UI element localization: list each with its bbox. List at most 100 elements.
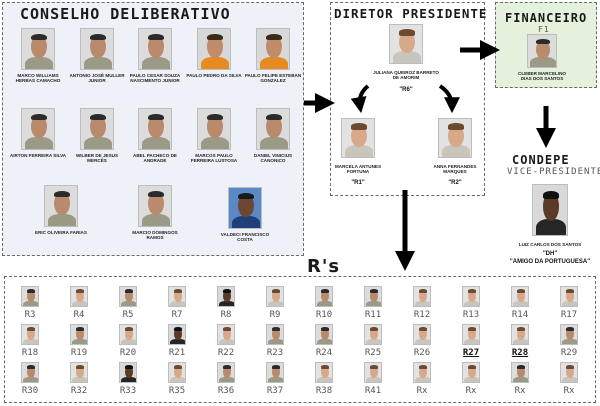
conselho-member-name: WILBER DE JESUS MERCÊS [75, 153, 119, 164]
r2-alias: "R2" [448, 180, 462, 186]
rs-member-label: R7 [171, 310, 183, 320]
rs-member-photo [217, 324, 235, 345]
financeiro-photo [527, 34, 557, 68]
conselho-member-photo [228, 187, 262, 229]
rs-member-label: R5 [122, 310, 134, 320]
conselho-member-photo [256, 108, 290, 150]
rs-member-label: R30 [21, 386, 39, 396]
rs-member-label: R12 [413, 310, 431, 320]
conselho-member-photo [138, 28, 172, 70]
arrow-presidente-to-r2 [438, 84, 460, 114]
rs-member-label: R32 [70, 386, 88, 396]
conselho-member-photo [44, 185, 78, 227]
presidente-photo [389, 24, 423, 64]
rs-member-label: R10 [315, 310, 333, 320]
rs-member-photo [462, 362, 480, 383]
presidente-name: JULIANA QUEIROZ BARRETO DE AMORIM [373, 70, 439, 81]
condepe-subtitle: VICE-PRESIDENTE [507, 167, 600, 177]
rs-member-label: R41 [364, 386, 382, 396]
rs-member-label: Rx [465, 386, 477, 396]
rs-member-photo [511, 324, 529, 345]
rs-member-photo [217, 362, 235, 383]
condepe-alias-dh: "DH" [542, 251, 558, 257]
rs-member-label: R21 [168, 348, 186, 358]
rs-member-label: R9 [269, 310, 281, 320]
condepe-title: CONDEPE [512, 153, 570, 167]
conselho-member-name: AIRTON FERREIRA SILVA [9, 153, 67, 158]
rs-member-label: R17 [560, 310, 578, 320]
rs-member-label: R8 [220, 310, 232, 320]
conselho-member-name: MARCO WILLIAMS HERBAS CAMACHO [15, 73, 61, 84]
conselho-member-photo [138, 185, 172, 227]
rs-member-photo [413, 324, 431, 345]
condepe-alias-portuguesa: "AMIGO DA PORTUGUESA" [509, 259, 591, 265]
conselho-member-photo [197, 108, 231, 150]
rs-member-photo [168, 324, 186, 345]
financeiro-code: F1 [538, 25, 550, 34]
conselho-member-photo [21, 108, 55, 150]
rs-member-photo [364, 324, 382, 345]
rs-member-label: R29 [560, 348, 578, 358]
rs-member-photo [266, 286, 284, 307]
r2-name: ANNA FERNANDES MARQUES [433, 164, 477, 175]
rs-panel [4, 276, 596, 403]
rs-member-label: R38 [315, 386, 333, 396]
conselho-member-photo [256, 28, 290, 70]
rs-title: R's [307, 256, 341, 277]
rs-member-label: R27 [462, 348, 480, 358]
rs-member-label: R19 [70, 348, 88, 358]
rs-member-photo [119, 324, 137, 345]
rs-member-label: R24 [315, 348, 333, 358]
rs-member-photo [217, 286, 235, 307]
r1-alias: "R1" [351, 180, 365, 186]
rs-member-label: R11 [364, 310, 382, 320]
rs-member-label: R28 [511, 348, 529, 358]
rs-member-label: R3 [24, 310, 36, 320]
rs-member-label: R14 [511, 310, 529, 320]
conselho-member-name: ABEL PACHECO DE ANDRADE [133, 153, 177, 164]
rs-member-photo [364, 286, 382, 307]
conselho-member-name: MARCIO DOMINGOS RAMOS [132, 230, 178, 241]
rs-member-photo [168, 286, 186, 307]
conselho-member-name: MARCOS PAULO FERREIRA LUSTOSA [190, 153, 238, 164]
rs-member-photo [70, 324, 88, 345]
conselho-member-photo [21, 28, 55, 70]
rs-member-photo [560, 362, 578, 383]
rs-member-photo [266, 324, 284, 345]
rs-member-photo [315, 362, 333, 383]
rs-member-label: R25 [364, 348, 382, 358]
rs-member-label: R33 [119, 386, 137, 396]
rs-member-photo [560, 324, 578, 345]
rs-member-photo [462, 286, 480, 307]
rs-member-photo [364, 362, 382, 383]
rs-member-label: R35 [168, 386, 186, 396]
rs-member-photo [21, 324, 39, 345]
rs-member-label: Rx [514, 386, 526, 396]
r2-photo [438, 118, 472, 158]
rs-member-photo [315, 324, 333, 345]
rs-member-label: R13 [462, 310, 480, 320]
rs-member-label: R23 [266, 348, 284, 358]
condepe-photo [532, 184, 568, 236]
rs-member-label: R20 [119, 348, 137, 358]
rs-member-photo [119, 362, 137, 383]
rs-member-photo [413, 362, 431, 383]
conselho-member-name: DANIEL VINICIUS CANONICO [253, 153, 293, 164]
rs-member-photo [462, 324, 480, 345]
rs-member-photo [560, 286, 578, 307]
rs-member-photo [21, 362, 39, 383]
conselho-member-name: ANTONIO JOSÉ MULLER JUNIOR [69, 73, 125, 84]
conselho-member-photo [80, 28, 114, 70]
rs-member-photo [119, 286, 137, 307]
rs-member-photo [21, 286, 39, 307]
rs-member-photo [168, 362, 186, 383]
rs-member-label: R26 [413, 348, 431, 358]
r1-photo [341, 118, 375, 158]
arrow-presidente-to-r1 [350, 84, 370, 114]
rs-member-photo [266, 362, 284, 383]
rs-member-label: R36 [217, 386, 235, 396]
conselho-member-name: PAULO FELIPE ESTEBAN GONZALEZ [244, 73, 302, 84]
conselho-title: CONSELHO DELIBERATIVO [20, 5, 231, 23]
conselho-member-photo [197, 28, 231, 70]
